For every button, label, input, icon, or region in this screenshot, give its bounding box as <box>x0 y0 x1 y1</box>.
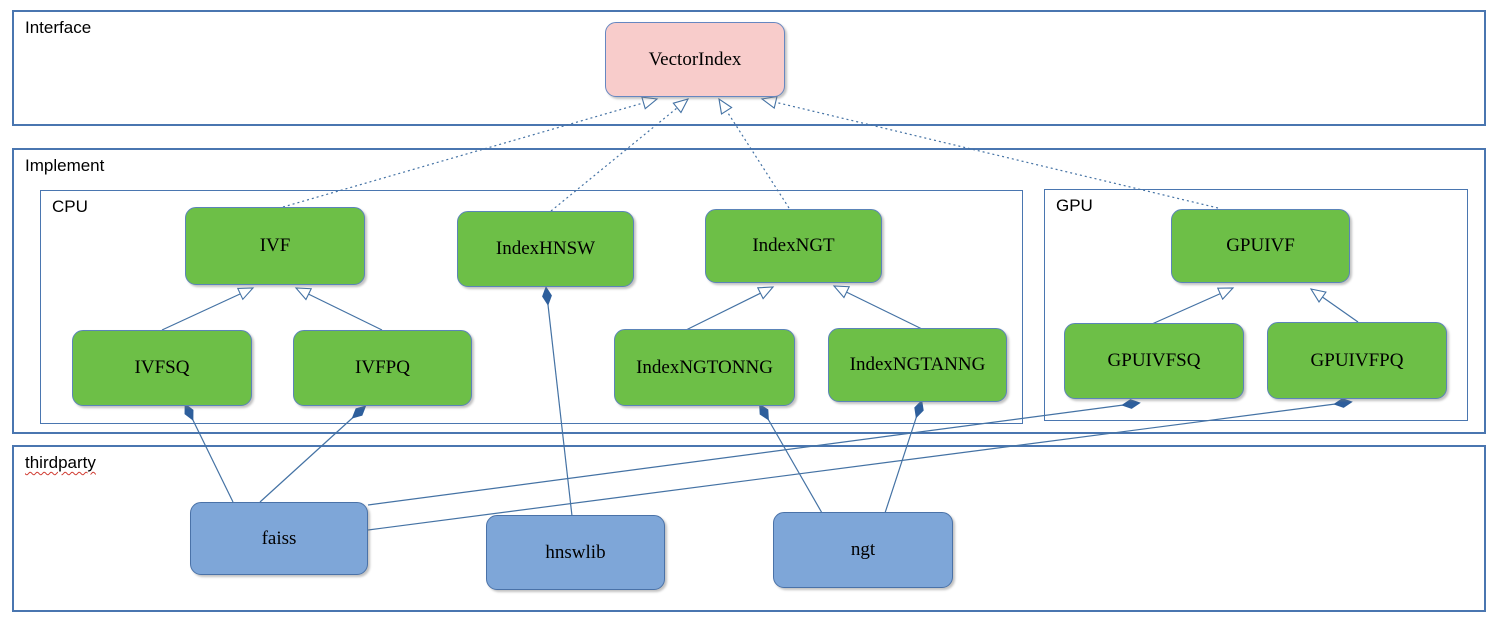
edge-indexngtonng-indexngt[interactable] <box>683 286 775 332</box>
node-ivfpq[interactable]: IVFPQ <box>293 330 472 406</box>
container-thirdparty[interactable]: thirdparty <box>12 445 1486 612</box>
container-cpu[interactable]: CPU <box>40 190 1023 424</box>
node-label-indexngtanng: IndexNGTANNG <box>849 354 986 375</box>
edge-faiss-gpuivfsq[interactable] <box>367 399 1141 506</box>
node-label-ivf: IVF <box>259 235 291 256</box>
node-label-gpuivfsq: GPUIVFSQ <box>1107 350 1201 371</box>
container-label-thirdparty: thirdparty <box>25 453 96 472</box>
edge-indexngt-vectorindex[interactable] <box>718 97 790 209</box>
edge-gpuivfsq-gpuivf[interactable] <box>1151 287 1235 325</box>
node-label-ivfpq: IVFPQ <box>355 357 410 378</box>
container-gpu[interactable]: GPU <box>1044 189 1468 421</box>
node-label-gpuivfpq: GPUIVFPQ <box>1310 349 1404 371</box>
container-label-implement: Implement <box>25 156 105 175</box>
node-gpuivfsq[interactable]: GPUIVFSQ <box>1064 323 1244 399</box>
node-ivfsq[interactable]: IVFSQ <box>72 330 252 406</box>
edge-indexngtanng-indexngt[interactable] <box>832 285 923 330</box>
container-label-interface: Interface <box>25 18 92 37</box>
node-ngt[interactable]: ngt <box>773 512 953 588</box>
node-faiss[interactable]: faiss <box>190 502 368 575</box>
edge-gpuivfpq-gpuivf[interactable] <box>1309 288 1359 323</box>
node-label-faiss: faiss <box>261 527 297 549</box>
edge-ivfsq-ivf[interactable] <box>161 287 255 331</box>
node-ivf[interactable]: IVF <box>185 207 365 285</box>
node-indexhnsw[interactable]: IndexHNSW <box>457 211 634 287</box>
node-label-vectorindex: VectorIndex <box>648 48 742 70</box>
container-label-cpu: CPU <box>52 197 88 216</box>
node-gpuivf[interactable]: GPUIVF <box>1171 209 1350 283</box>
edge-gpuivf-vectorindex[interactable] <box>760 95 1219 209</box>
edge-faiss-ivfpq[interactable] <box>259 405 367 503</box>
edge-faiss-ivfsq[interactable] <box>184 403 234 503</box>
container-implement[interactable]: Implement <box>12 148 1486 434</box>
node-label-indexhnsw: IndexHNSW <box>495 238 596 259</box>
node-gpuivfpq[interactable]: GPUIVFPQ <box>1267 322 1447 399</box>
edge-ivfpq-ivf[interactable] <box>294 287 383 331</box>
node-label-hnswlib: hnswlib <box>545 541 606 563</box>
node-label-indexngt: IndexNGT <box>752 235 835 256</box>
node-indexngtanng[interactable]: IndexNGTANNG <box>828 328 1007 402</box>
edge-ngt-indexngtonng[interactable] <box>759 403 823 514</box>
container-label-gpu: GPU <box>1056 196 1093 215</box>
node-hnswlib[interactable]: hnswlib <box>486 515 665 590</box>
edge-hnswlib-indexhnsw[interactable] <box>542 286 573 517</box>
container-interface[interactable]: Interface <box>12 10 1486 126</box>
node-label-ngt: ngt <box>850 539 876 560</box>
node-vectorindex[interactable]: VectorIndex <box>605 22 785 97</box>
node-indexngtonng[interactable]: IndexNGTONNG <box>614 329 795 406</box>
node-label-ivfsq: IVFSQ <box>134 357 190 378</box>
edge-faiss-gpuivfpq[interactable] <box>367 398 1353 531</box>
node-indexngt[interactable]: IndexNGT <box>705 209 882 283</box>
node-label-gpuivf: GPUIVF <box>1226 235 1295 256</box>
node-label-indexngtonng: IndexNGTONNG <box>636 356 773 378</box>
